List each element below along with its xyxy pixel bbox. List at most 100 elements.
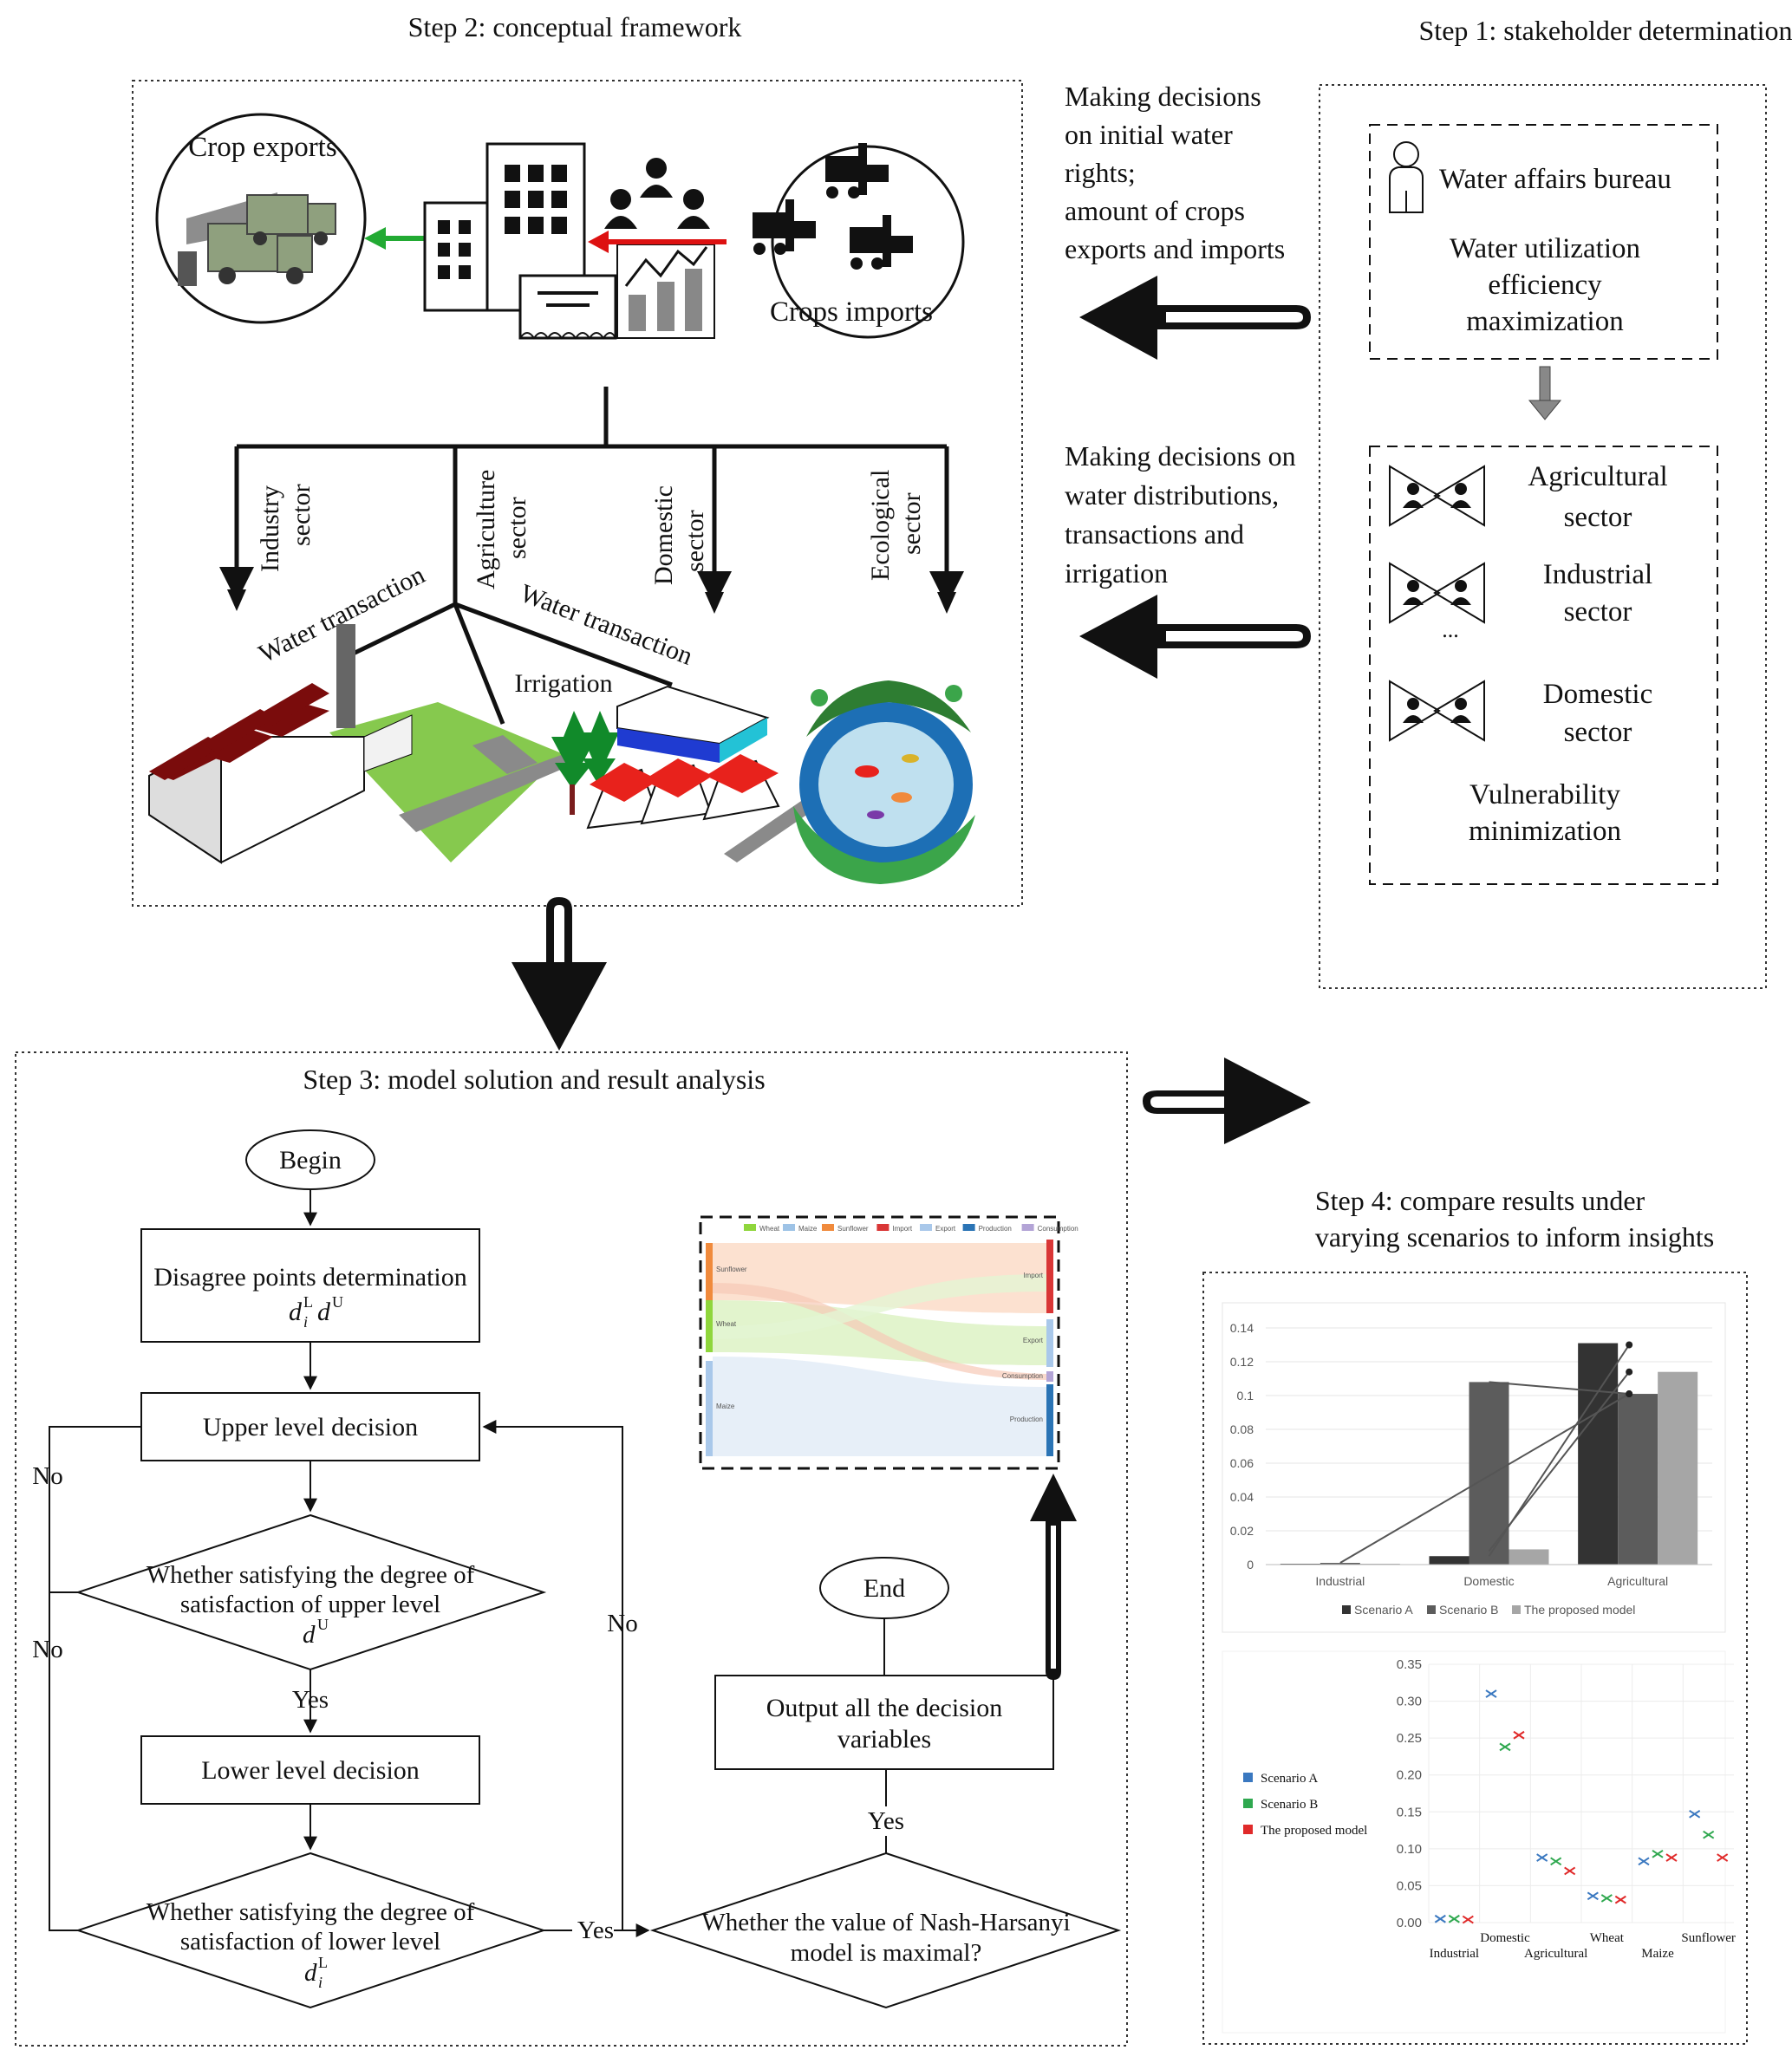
sector-tree [219,387,964,725]
domestic-sector-line1: Domestic [1543,679,1652,710]
scatter-y-tick-label: 0.35 [1397,1657,1422,1672]
svg-text:d: d [317,1298,331,1326]
water-affairs-bureau-label: Water affairs bureau [1439,164,1671,195]
lower-objective-line1: Vulnerability [1469,779,1620,810]
sankey-legend-label: Production [979,1225,1012,1233]
bar-legend-swatch [1512,1605,1521,1614]
svg-text:rights;: rights; [1065,157,1136,188]
scatter-x-tick-label: Agricultural [1524,1947,1587,1961]
scatter-y-tick-label: 0.30 [1397,1695,1422,1709]
scatter-point [1614,1895,1626,1904]
domestic-arrow-head [705,592,724,614]
industrial-stakeholder-icon [1389,562,1485,624]
bar [1658,1371,1698,1565]
ecological-arrow-head [937,592,956,614]
end-node [819,1557,949,1619]
nash-condition-line2: model is maximal? [791,1939,982,1967]
lower-level-box [1369,446,1718,885]
svg-text:transactions and: transactions and [1065,518,1244,550]
scatter-point [1485,1689,1497,1698]
big-left-arrow-lower [1079,595,1311,679]
step1-title: Step 1: stakeholder determination [1419,15,1792,46]
bar-trend-line [1339,1393,1630,1564]
ecology-pond-icon [793,680,975,884]
person-icon [1389,141,1424,213]
svg-text:L: L [318,1954,328,1971]
disagree-points-math: d L i d U [289,1293,343,1331]
step4-title-line2: varying scenarios to inform insights [1315,1221,1714,1253]
scatter-x-tick-label: Maize [1641,1947,1674,1961]
svg-text:d: d [304,1959,317,1987]
sankey-left-node-label: Maize [716,1402,735,1410]
factory-icon [148,624,413,864]
forklift-icon [753,143,913,270]
scatter-x-tick-label: Domestic [1480,1931,1530,1945]
domestic-stakeholder-icon [1389,680,1485,742]
step4-title-line1: Step 4: compare results under [1315,1185,1645,1216]
bar-legend-swatch [1427,1605,1436,1614]
bar-legend-swatch [1342,1605,1351,1614]
scatter-point [1434,1914,1446,1923]
lower-condition-line1: Whether satisfying the degree of [147,1898,475,1926]
sankey-legend-swatch [1021,1224,1034,1231]
big-right-arrow [1143,1058,1311,1144]
bar-legend-label: Scenario B [1439,1603,1498,1617]
scatter-point [1689,1810,1701,1819]
svg-text:sector: sector [503,497,531,559]
sankey-right-node-label: Production [1010,1415,1043,1423]
bar [1578,1343,1619,1565]
industry-sector-label: Industry sector [256,484,316,572]
svg-text:Industry: Industry [256,485,284,572]
step1-box [1319,84,1767,989]
scatter-point [1513,1730,1525,1740]
scatter-chart: 0.350.300.250.200.150.100.050.00Industri… [1222,1650,1736,2034]
bar-y-tick-label: 0.02 [1230,1524,1254,1538]
begin-label: Begin [279,1146,342,1175]
scatter-point [1665,1853,1678,1862]
svg-text:Agriculture: Agriculture [472,470,500,589]
nash-condition-line1: Whether the value of Nash-Harsanyi [701,1909,1070,1936]
scatter-point [1564,1866,1576,1876]
sankey-legend-swatch [783,1224,795,1231]
scatter-point [1499,1742,1511,1752]
lower-level-decision-node [140,1735,480,1805]
government-building-icon [423,142,617,340]
svg-text:Making decisions: Making decisions [1065,81,1261,112]
bar-trend-line [1489,1381,1630,1396]
industrial-sector-line1: Industrial [1543,559,1652,590]
output-node [714,1675,1054,1770]
bar-y-tick-label: 0.06 [1230,1456,1254,1470]
scatter-point [1587,1891,1599,1901]
scatter-chart-frame [1222,1650,1726,2034]
end-label: End [863,1574,905,1603]
svg-text:d: d [303,1621,316,1649]
scatter-point [1600,1894,1613,1903]
people-icon [604,158,710,229]
bar [1469,1382,1509,1565]
bar [1320,1563,1360,1565]
scatter-point [1448,1914,1460,1923]
upper-level-decision-node [140,1392,480,1461]
domestic-sector-line2: sector [1564,717,1632,748]
landscape-illustration [148,624,975,884]
no-label-right: No [607,1610,637,1637]
industrial-sector-line2: sector [1564,596,1632,628]
svg-text:amount of crops: amount of crops [1065,195,1245,226]
bar-y-tick-label: 0.14 [1230,1321,1254,1335]
scatter-x-tick-label: Sunflower [1681,1931,1736,1945]
up-arrow-to-sankey [1030,1474,1077,1680]
truck-icon [178,192,336,286]
svg-text:U: U [332,1293,343,1311]
yes-label-upper: Yes [292,1686,329,1714]
output-line2: variables [837,1725,931,1754]
lower-condition-node [75,1852,547,2009]
sankey-right-node-label: Consumption [1002,1372,1043,1380]
scatter-point [1550,1857,1562,1866]
output-line1: Output all the decision [766,1694,1002,1722]
bar [1429,1556,1469,1565]
bar-trend-point [1626,1341,1633,1349]
flowchart: Begin Disagree points determination d L … [32,1129,1122,2009]
scatter-point [1717,1853,1729,1862]
